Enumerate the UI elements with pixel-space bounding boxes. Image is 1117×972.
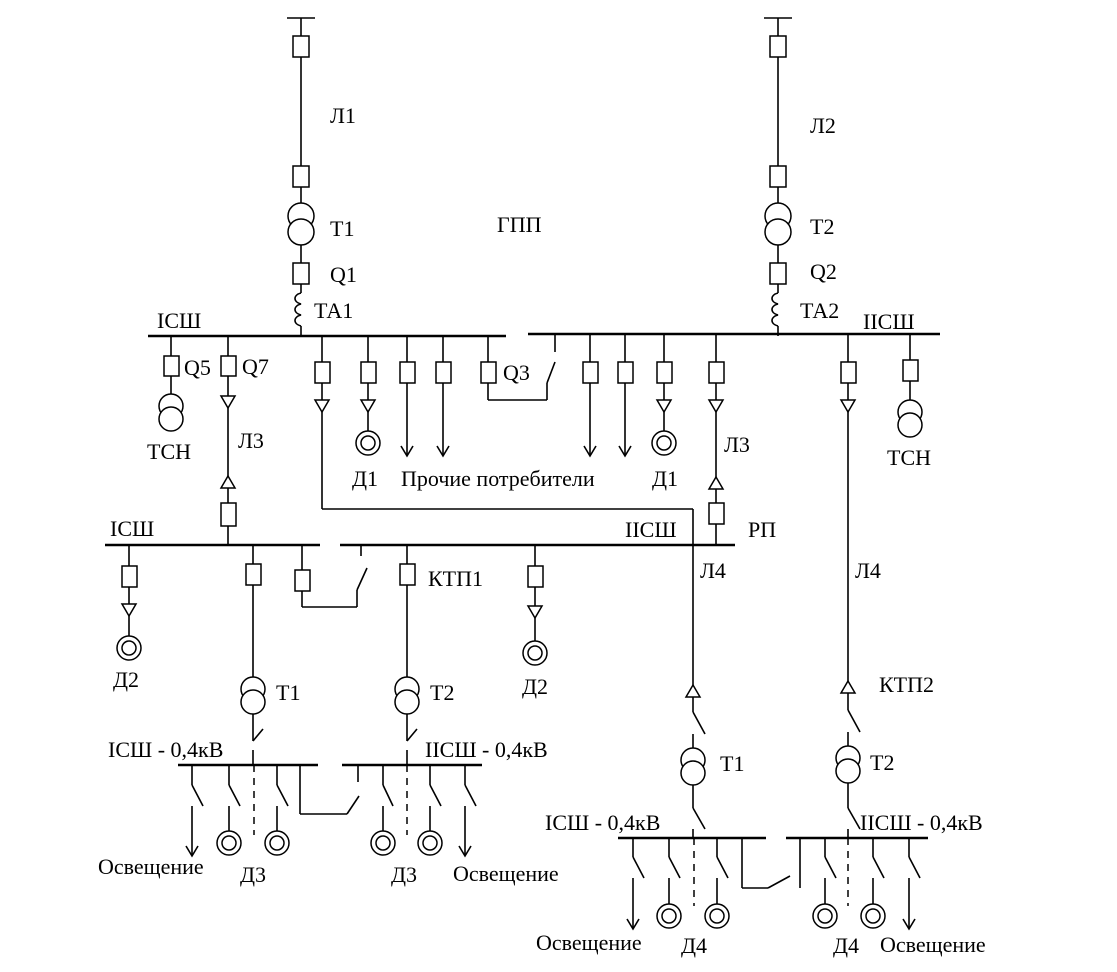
label-bus2: IIСШ [863,309,915,334]
label-l2: Л2 [810,113,836,138]
ktp2-bus2-feeders [812,838,921,931]
label-q7: Q7 [242,354,269,379]
label-l3-left: Л3 [238,428,264,453]
label-other-consumers: Прочие потребители [401,466,595,491]
label-rp: РП [748,517,776,542]
label-ta1: ТА1 [314,298,353,323]
feeder-d1-right [651,334,677,456]
feeder-d1-left [355,336,381,456]
feeder-tsn-right [897,334,923,438]
feeder-q5-tsn [158,336,184,432]
label-q5: Q5 [184,355,211,380]
label-gpp: ГПП [497,212,542,237]
label-d2-left: Д2 [113,667,139,692]
label-lighting-4: Освещение [880,932,986,957]
label-d1-left: Д1 [352,466,378,491]
label-d4-right: Д4 [833,933,859,958]
label-ktp1-t2: Т2 [430,680,454,705]
label-d3-right: Д3 [391,862,417,887]
label-ktp1-bus2: IIСШ - 0,4кВ [425,737,548,762]
label-lighting-2: Освещение [453,861,559,886]
feeder-consumers-right [582,334,634,458]
label-l1: Л1 [330,103,356,128]
label-l3-right: Л3 [724,432,750,457]
label-bus1: IСШ [157,308,201,333]
feeder-ktp1-t1 [240,545,266,765]
incoming-feeder-2 [764,17,792,336]
label-lighting-1: Освещение [98,854,204,879]
label-d3-left: Д3 [240,862,266,887]
label-lighting-3: Освещение [536,930,642,955]
label-l4-left: Л4 [700,558,726,583]
label-ktp1-bus1: IСШ - 0,4кВ [108,737,223,762]
label-q1: Q1 [330,262,357,287]
feeder-l3-right [707,334,725,545]
feeder-q7-l3 [219,336,237,545]
label-l4-right: Л4 [855,558,881,583]
label-d2-right: Д2 [522,674,548,699]
ktp2-bus1-feeders [626,838,801,931]
ktp1-bus2-feeders [370,765,477,858]
feeder-consumers-left [399,336,452,458]
label-ta2: ТА2 [800,298,839,323]
label-ktp1-t1: Т1 [276,680,300,705]
label-q3: Q3 [503,360,530,385]
feeder-d2-left [116,545,142,661]
ktp1-bus1-feeders [185,765,360,858]
label-ktp2-t1: Т1 [720,751,744,776]
label-q2: Q2 [810,259,837,284]
incoming-feeder-1 [287,17,315,336]
label-tsn-right: ТСН [887,445,931,470]
label-ktp2-bus1: IСШ - 0,4кВ [545,810,660,835]
label-ktp1: КТП1 [428,566,483,591]
rp-sectional [294,545,368,608]
label-rp-bus2: IIСШ [625,517,677,542]
feeder-l4-right [835,334,861,838]
label-tsn-left: ТСН [147,439,191,464]
label-t1: Т1 [330,216,354,241]
feeder-ktp1-t2 [394,545,420,765]
label-t2: Т2 [810,214,834,239]
feeder-d2-right [522,545,548,666]
feeder-gpp1-to-rp2 [313,336,706,838]
label-d4-left: Д4 [681,933,707,958]
label-ktp2: КТП2 [879,672,934,697]
sectional-breaker-q3 [480,334,556,401]
label-ktp2-t2: Т2 [870,750,894,775]
label-d1-right: Д1 [652,466,678,491]
label-ktp2-bus2: IIСШ - 0,4кВ [860,810,983,835]
label-rp-bus1: IСШ [110,516,154,541]
